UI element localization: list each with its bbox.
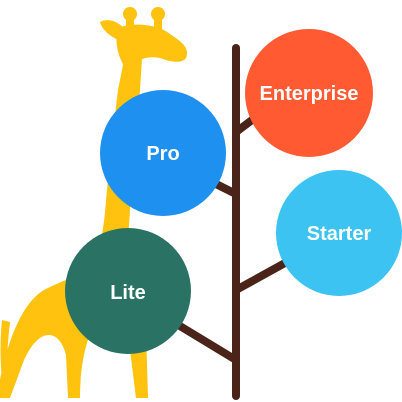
tier-pro-label: Pro [146,143,179,165]
branch-lite [166,316,240,364]
tier-pro: Pro [100,90,226,216]
tier-enterprise-bubble [245,29,373,157]
giraffe-ossicone-right-stem [154,14,162,30]
tier-starter-bubble [276,170,402,296]
tier-lite: Lite [65,228,191,354]
tier-lite-bubble [65,228,191,354]
tier-lite-label: Lite [110,282,146,304]
tier-starter: Starter [276,170,402,296]
giraffe-ossicone-left-stem [126,14,134,30]
tier-enterprise: Enterprise [245,29,373,157]
tier-enterprise-label: Enterprise [260,83,359,105]
giraffe-tail [0,320,10,380]
tier-starter-label: Starter [307,223,372,245]
tier-pro-bubble [100,90,226,216]
giraffe-head [116,24,188,66]
